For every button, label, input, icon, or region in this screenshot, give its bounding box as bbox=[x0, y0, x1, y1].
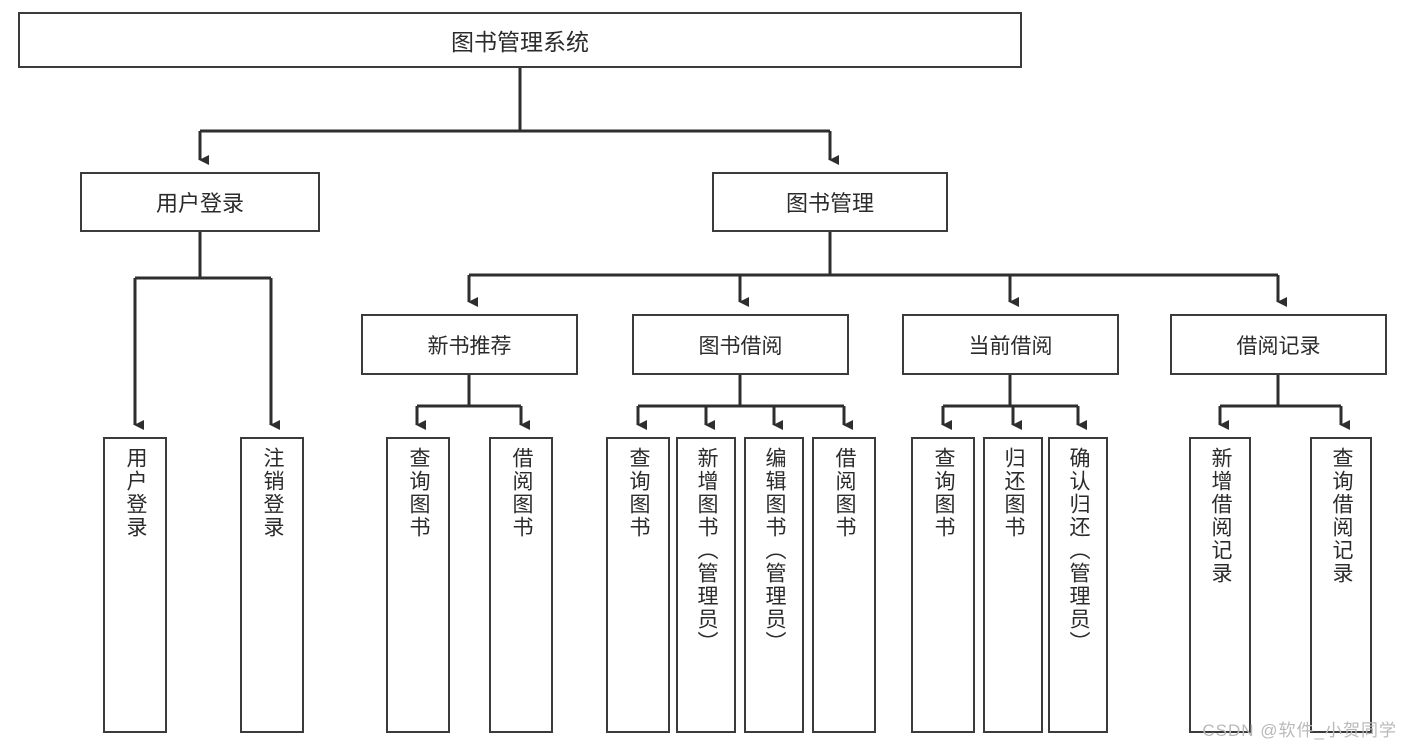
node-label: 归还图书 bbox=[1002, 447, 1026, 539]
leaf-query-book-borrow[interactable]: 查询图书 bbox=[606, 437, 670, 733]
node-label: 新书推荐 bbox=[427, 334, 512, 358]
leaf-add-book-admin[interactable]: 新增图书（管理员） bbox=[676, 437, 736, 733]
node-label: 借阅记录 bbox=[1236, 334, 1321, 358]
node-label: 图书管理系统 bbox=[451, 29, 589, 55]
node-label: 借阅图书 bbox=[833, 447, 857, 539]
leaf-confirm-return-admin[interactable]: 确认归还（管理员） bbox=[1048, 437, 1108, 733]
node-book-management[interactable]: 图书管理 bbox=[712, 172, 948, 232]
leaf-edit-book-admin[interactable]: 编辑图书（管理员） bbox=[744, 437, 804, 733]
node-label: 查询图书 bbox=[932, 447, 956, 539]
leaf-user-login[interactable]: 用户登录 bbox=[103, 437, 167, 733]
node-label: 注销登录 bbox=[261, 447, 285, 539]
node-label: 图书管理 bbox=[785, 191, 874, 216]
node-label: 用户登录 bbox=[155, 191, 244, 216]
leaf-query-borrow-record[interactable]: 查询借阅记录 bbox=[1310, 437, 1372, 733]
node-current-borrow[interactable]: 当前借阅 bbox=[902, 314, 1119, 375]
node-label: 新增图书（管理员） bbox=[695, 447, 719, 654]
node-new-book-recommend[interactable]: 新书推荐 bbox=[361, 314, 578, 375]
leaf-user-logout[interactable]: 注销登录 bbox=[240, 437, 304, 733]
leaf-return-book[interactable]: 归还图书 bbox=[983, 437, 1043, 733]
leaf-borrow-book-recommend[interactable]: 借阅图书 bbox=[489, 437, 553, 733]
node-label: 确认归还（管理员） bbox=[1067, 447, 1091, 654]
node-root-system[interactable]: 图书管理系统 bbox=[18, 12, 1022, 68]
leaf-query-book-current[interactable]: 查询图书 bbox=[911, 437, 975, 733]
node-label: 查询图书 bbox=[627, 447, 651, 539]
node-label: 借阅图书 bbox=[510, 447, 534, 539]
node-label: 当前借阅 bbox=[968, 334, 1053, 358]
leaf-borrow-book[interactable]: 借阅图书 bbox=[812, 437, 876, 733]
leaf-query-book-recommend[interactable]: 查询图书 bbox=[386, 437, 450, 733]
node-label: 查询图书 bbox=[407, 447, 431, 539]
node-book-borrow[interactable]: 图书借阅 bbox=[632, 314, 849, 375]
node-borrow-record[interactable]: 借阅记录 bbox=[1170, 314, 1387, 375]
node-label: 编辑图书（管理员） bbox=[763, 447, 787, 654]
node-label: 查询借阅记录 bbox=[1330, 447, 1354, 585]
node-label: 新增借阅记录 bbox=[1209, 447, 1233, 585]
leaf-add-borrow-record[interactable]: 新增借阅记录 bbox=[1189, 437, 1251, 733]
node-label: 图书借阅 bbox=[698, 334, 783, 358]
csdn-watermark: CSDN @软件_小贺同学 bbox=[1202, 721, 1397, 740]
node-user-login[interactable]: 用户登录 bbox=[80, 172, 320, 232]
node-label: 用户登录 bbox=[124, 447, 148, 539]
